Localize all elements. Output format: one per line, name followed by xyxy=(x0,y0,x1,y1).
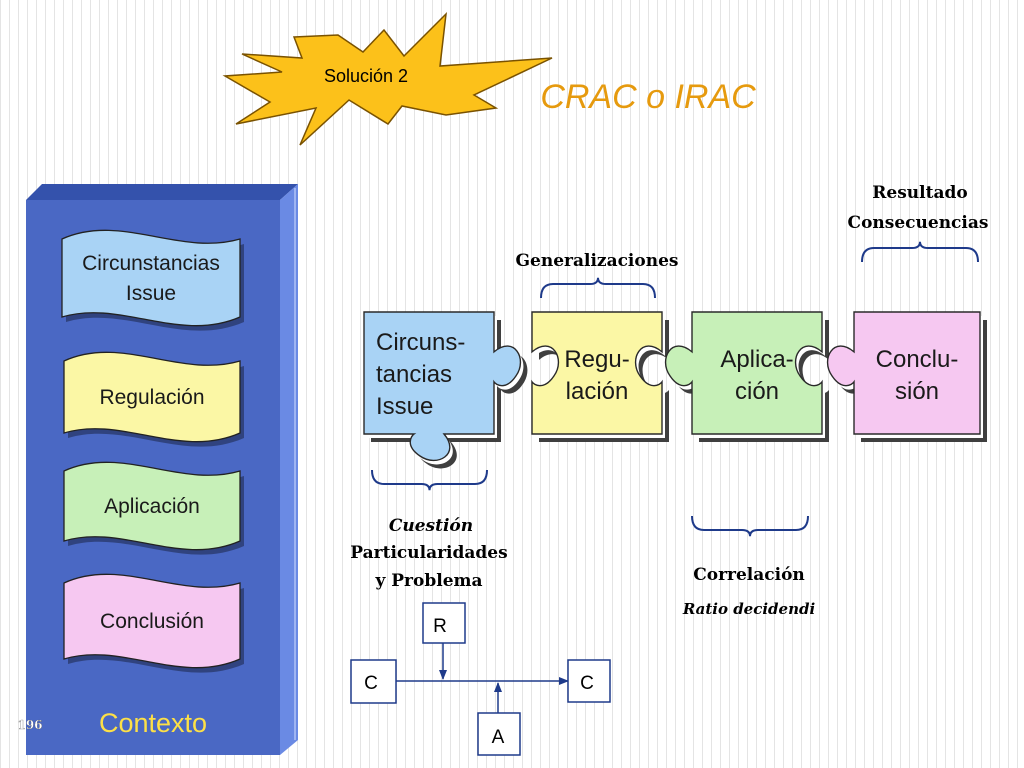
page-number: 196 xyxy=(17,718,42,732)
ratio-decidendi-label: Ratio decidendi xyxy=(682,600,816,618)
context-card-label: Issue xyxy=(126,282,176,305)
puzzle-piece-label: Conclu- xyxy=(876,346,959,373)
context-card-shape xyxy=(63,573,241,669)
context-card-2: Regulación xyxy=(63,351,244,447)
puzzle-piece-label: Circuns- xyxy=(376,329,465,356)
brace-resultado xyxy=(861,241,979,263)
resultado-label: Resultado xyxy=(872,183,967,203)
context-card-3: Aplicación xyxy=(63,461,244,555)
puzzle-piece-shape xyxy=(531,311,663,435)
puzzle-piece-label: Aplica- xyxy=(720,346,793,373)
brace-generalizaciones xyxy=(540,277,656,299)
context-panel-side xyxy=(280,184,298,755)
flow-box-a xyxy=(477,712,521,756)
context-label: Contexto xyxy=(99,708,207,738)
cuestion-label: Cuestión xyxy=(389,516,473,536)
flow-diagram: R C C A xyxy=(350,602,611,756)
puzzle-piece-shape xyxy=(826,311,981,435)
context-card-label: Circunstancias xyxy=(82,252,220,275)
context-card-label: Aplicación xyxy=(104,495,200,518)
context-card-4: Conclusión xyxy=(63,573,244,673)
flow-label-a: A xyxy=(492,727,505,748)
context-card-shape xyxy=(63,351,241,443)
puzzle-piece-2: Regu-lación xyxy=(531,311,669,442)
correlacion-label: Correlación xyxy=(693,565,805,585)
puzzle-piece-shape xyxy=(664,311,823,435)
puzzle-piece-label: lación xyxy=(566,378,629,405)
puzzle-piece-shape xyxy=(363,311,522,462)
context-panel-top xyxy=(26,184,298,200)
flow-box-r xyxy=(422,602,466,644)
flow-label-r: R xyxy=(433,616,447,637)
puzzle-piece-label: sión xyxy=(895,378,939,405)
braces xyxy=(371,241,979,537)
title: CRAC o IRAC xyxy=(540,78,756,116)
problema-label: y Problema xyxy=(374,571,482,591)
context-card-shape xyxy=(61,229,241,327)
brace-correlacion xyxy=(691,515,809,537)
starburst: Solución 2 xyxy=(222,11,553,146)
context-cards: CircunstanciasIssueRegulaciónAplicaciónC… xyxy=(61,229,244,673)
flow-label-c-left: C xyxy=(364,673,378,694)
starburst-shape xyxy=(222,11,553,146)
flow-box-c-right xyxy=(567,659,611,703)
puzzle-piece-label: ción xyxy=(735,378,779,405)
consecuencias-label: Consecuencias xyxy=(848,213,989,233)
puzzle-piece-3: Aplica-ción xyxy=(664,311,829,442)
context-card-label: Conclusión xyxy=(100,610,204,633)
puzzle-piece-label: tancias xyxy=(376,361,452,388)
flow-label-c-right: C xyxy=(580,673,594,694)
puzzle-piece-label: Regu- xyxy=(564,346,629,373)
puzzle-piece-4: Conclu-sión xyxy=(826,311,987,442)
generalizaciones-label: Generalizaciones xyxy=(516,251,679,271)
brace-cuestion xyxy=(371,469,488,491)
particularidades-label: Particularidades xyxy=(350,543,507,563)
puzzle-row: Circuns-tanciasIssueRegu-laciónAplica-ci… xyxy=(363,311,987,469)
starburst-label: Solución 2 xyxy=(324,66,408,86)
context-card-shape xyxy=(63,461,241,551)
puzzle-piece-label: Issue xyxy=(376,393,433,420)
context-card-label: Regulación xyxy=(99,386,204,409)
flow-box-c-left xyxy=(350,659,397,704)
